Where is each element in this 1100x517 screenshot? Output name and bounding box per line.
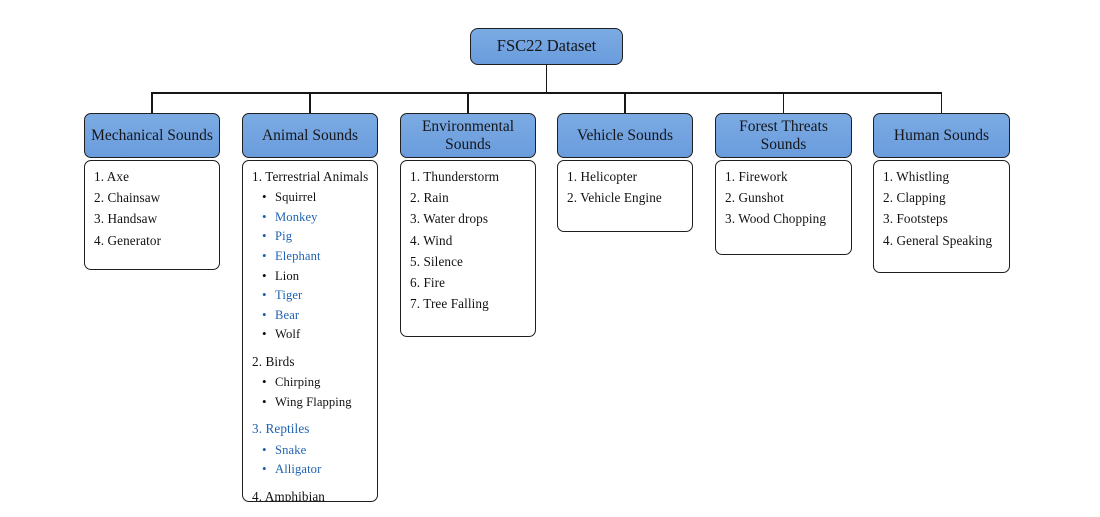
list-item: Snake: [252, 443, 369, 457]
list-item: 3. Reptiles: [252, 421, 310, 437]
list-item: 6. Fire: [410, 275, 446, 291]
column-header-animal-sounds[interactable]: Animal Sounds: [242, 113, 378, 158]
list-item: 7. Tree Falling: [410, 296, 489, 312]
connector-root-stem: [545, 65, 548, 94]
column-header-label: Vehicle Sounds: [576, 126, 673, 144]
list-item: 1. Firework: [725, 169, 788, 184]
column-body-vehicle-sounds: 1. Helicopter 2. Vehicle Engine: [557, 160, 693, 232]
connector-drop-human-sounds: [940, 92, 943, 113]
connector-drop-forest-threats-sounds: [782, 92, 785, 113]
column-header-human-sounds[interactable]: Human Sounds: [873, 113, 1010, 158]
list-item: 4. General Speaking: [883, 232, 993, 248]
list-item: Monkey: [252, 210, 369, 224]
list-item: 1. Axe: [94, 169, 130, 184]
column-header-vehicle-sounds[interactable]: Vehicle Sounds: [557, 113, 693, 158]
list-item: 1. Helicopter: [567, 169, 638, 184]
list-item: 2. Vehicle Engine: [567, 190, 662, 206]
column-body-forest-threats-sounds: 1. Firework 2. Gunshot 3. Wood Chopping: [715, 160, 852, 255]
list-item: Wing Flapping: [252, 395, 369, 409]
list-item: 2. Birds: [252, 353, 295, 369]
column-header-forest-threats-sounds[interactable]: Forest Threats Sounds: [715, 113, 852, 158]
list-item: Squirrel: [252, 190, 369, 204]
column-header-mechanical-sounds[interactable]: Mechanical Sounds: [84, 113, 220, 158]
list-item: 3. Footsteps: [883, 211, 948, 227]
list-item: 4. Generator: [94, 232, 162, 248]
list-item: 1. Whistling: [883, 169, 950, 184]
list-item: Elephant: [252, 249, 369, 263]
root-node-fsc22-dataset[interactable]: FSC22 Dataset: [470, 28, 623, 65]
list-item: Wolf: [252, 327, 369, 341]
list-item: Lion: [252, 269, 369, 283]
list-item: 1. Thunderstorm: [410, 169, 500, 184]
connector-drop-vehicle-sounds: [624, 92, 626, 113]
list-item: 2. Gunshot: [725, 190, 784, 206]
list-item: 2. Chainsaw: [94, 190, 161, 206]
column-body-environmental-sounds: 1. Thunderstorm 2. Rain 3. Water drops 4. W…: [400, 160, 536, 337]
column-body-mechanical-sounds: 1. Axe 2. Chainsaw 3. Handsaw 4. Generator: [84, 160, 220, 270]
list-item: 3. Handsaw: [94, 211, 158, 227]
connector-drop-environmental-sounds: [467, 92, 469, 113]
column-header-environmental-sounds[interactable]: Environmental Sounds: [400, 113, 536, 158]
connector-bus: [152, 92, 942, 94]
list-item: 5. Silence: [410, 253, 464, 269]
column-header-label: Mechanical Sounds: [91, 126, 213, 144]
list-item: 2. Clapping: [883, 190, 946, 206]
list-item: Chirping: [252, 375, 369, 389]
list-item: 4. Wind: [410, 232, 453, 248]
list-item: Tiger: [252, 288, 369, 302]
list-item: 2. Rain: [410, 190, 449, 206]
column-header-label: Animal Sounds: [261, 126, 359, 144]
list-item: 4. Amphibian: [252, 488, 325, 502]
connector-drop-mechanical-sounds: [151, 92, 153, 113]
list-item: 1. Terrestrial Animals: [252, 169, 369, 184]
list-item: Bear: [252, 308, 369, 322]
list-item: Alligator: [252, 462, 369, 476]
list-item: 3. Wood Chopping: [725, 211, 827, 227]
column-body-animal-sounds: 1. Terrestrial AnimalsSquirrelMonkeyPigE…: [242, 160, 378, 502]
column-header-label: Human Sounds: [893, 126, 990, 144]
column-header-label: Environmental Sounds: [421, 118, 515, 153]
root-node-label: FSC22 Dataset: [496, 36, 597, 56]
list-item: Pig: [252, 229, 369, 243]
list-item: 3. Water drops: [410, 211, 489, 227]
column-body-human-sounds: 1. Whistling 2. Clapping 3. Footsteps 4. Ge…: [873, 160, 1010, 273]
column-header-label: Forest Threats Sounds: [739, 118, 828, 153]
connector-drop-animal-sounds: [309, 92, 311, 113]
